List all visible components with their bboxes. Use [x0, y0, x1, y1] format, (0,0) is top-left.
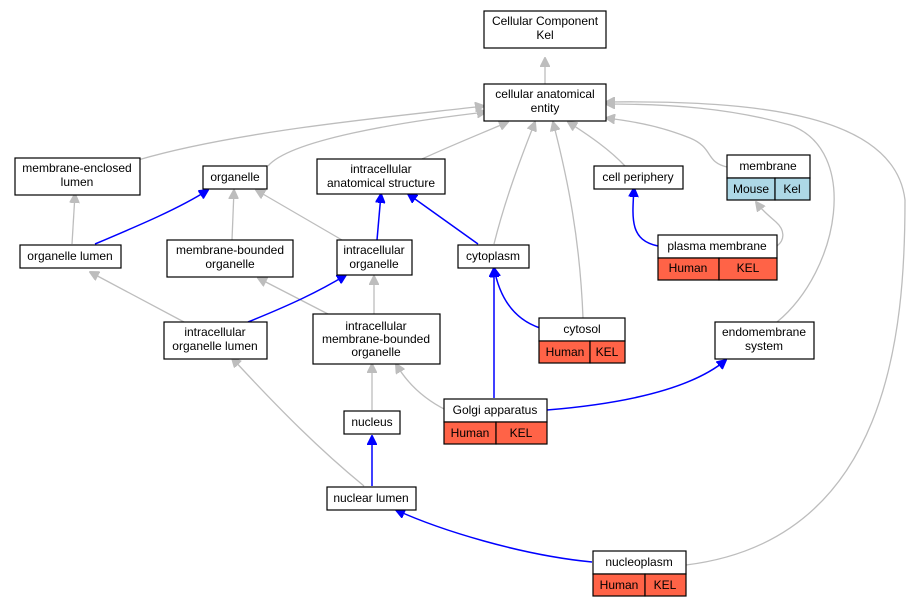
node-label: nucleoplasm [605, 555, 672, 569]
gene-cell-kel [644, 573, 687, 597]
node-label: cellular anatomical [495, 87, 594, 101]
edge-golgi-to-endomembrane [546, 360, 726, 411]
node-organelle[interactable]: organelle [202, 165, 268, 190]
node-intracellular-organelle[interactable]: intracellular organelle [336, 239, 413, 276]
node-label: nucleus [351, 415, 392, 429]
edge-iol-to-orglumen [90, 272, 185, 323]
node-plasma-membrane[interactable]: plasma membrane Human KEL [657, 234, 778, 281]
node-label: entity [531, 101, 560, 115]
edge-mbo-to-organelle [232, 190, 234, 241]
edge-cytoplasm-to-cae [493, 122, 535, 245]
node-label: intracellular [350, 162, 411, 176]
node-cytosol[interactable]: cytosol Human KEL [538, 317, 626, 364]
node-membrane-bounded-organelle[interactable]: membrane-bounded organelle [166, 239, 294, 278]
edge-ias-to-cae [421, 122, 508, 160]
node-golgi-apparatus[interactable]: Golgi apparatus Human KEL [443, 398, 548, 445]
node-label: anatomical structure [327, 176, 435, 190]
edge-intorg-to-organelle [256, 190, 343, 241]
species-label: Human [546, 345, 585, 359]
edges [72, 58, 906, 566]
node-label: cytoplasm [466, 249, 520, 263]
node-label: endomembrane [722, 325, 806, 339]
node-label: membrane-bounded [322, 332, 430, 346]
node-membrane[interactable]: membrane Mouse Kel [726, 154, 811, 201]
node-intracellular-membrane-bounded-organelle[interactable]: intracellular membrane-bounded organelle [312, 313, 441, 365]
node-membrane-enclosed-lumen[interactable]: membrane-enclosed lumen [14, 157, 141, 196]
node-label: organelle lumen [27, 249, 112, 263]
node-cytoplasm[interactable]: cytoplasm [457, 244, 530, 269]
edge-cytoplasm-to-ias [408, 194, 479, 245]
node-label: cell periphery [602, 170, 673, 184]
node-label: Golgi apparatus [453, 403, 538, 417]
node-endomembrane-system[interactable]: endomembrane system [714, 321, 815, 360]
edge-nuclearlumen-to-iol [232, 358, 365, 487]
gene-label: KEL [510, 426, 533, 440]
gene-label: KEL [596, 345, 619, 359]
species-label: Mouse [733, 182, 769, 196]
node-cellular-component-root[interactable]: Cellular Component Kel [483, 10, 607, 49]
node-label: organelle [349, 257, 399, 271]
node-organelle-lumen[interactable]: organelle lumen [19, 244, 122, 269]
edge-orglumen-to-mel [72, 194, 75, 245]
node-label: membrane [739, 159, 797, 173]
edge-nucleoplasm-to-cae [606, 102, 906, 566]
node-nuclear-lumen[interactable]: nuclear lumen [326, 486, 417, 511]
node-label: plasma membrane [667, 239, 767, 253]
gene-label: KEL [654, 578, 677, 592]
edge-membrane-to-cae [606, 118, 728, 168]
edge-cytosol-to-cae [553, 122, 584, 319]
node-nucleoplasm[interactable]: nucleoplasm Human KEL [592, 550, 687, 597]
node-label: system [745, 339, 783, 353]
gene-label: KEL [737, 261, 760, 275]
node-intracellular-anatomical-structure[interactable]: intracellular anatomical structure [316, 158, 446, 195]
edge-golgi-to-imbo [396, 364, 447, 411]
node-label: organelle [205, 257, 255, 271]
node-label: organelle lumen [172, 339, 257, 353]
edge-cellperiphery-to-cae [568, 122, 626, 167]
node-cellular-anatomical-entity[interactable]: cellular anatomical entity [483, 83, 607, 122]
gene-cell-kel [774, 177, 811, 201]
node-label: nuclear lumen [333, 491, 408, 505]
edge-cytosol-to-cytoplasm [494, 268, 541, 329]
node-label: organelle [351, 345, 401, 359]
node-label: cytosol [563, 322, 600, 336]
gene-cell-kel [589, 340, 626, 364]
edge-plasmamembrane-to-membrane [756, 202, 784, 247]
node-label: Cellular Component [492, 14, 599, 28]
edge-mel-to-cae [137, 106, 484, 161]
nodes: Cellular Component Kel cellular anatomic… [14, 10, 815, 597]
edge-orglumen-to-organelle [94, 190, 208, 245]
node-label: intracellular [343, 243, 404, 257]
node-cell-periphery[interactable]: cell periphery [593, 165, 684, 190]
node-label: organelle [210, 170, 260, 184]
node-label: membrane-bounded [176, 243, 284, 257]
edge-imbo-to-mbo [258, 278, 329, 315]
node-label: membrane-enclosed [22, 161, 131, 175]
species-label: Human [669, 261, 708, 275]
node-label: intracellular [345, 319, 406, 333]
gene-label: Kel [783, 182, 800, 196]
edge-endomembrane-to-cae [606, 104, 835, 323]
edge-organelle-to-cae [267, 112, 486, 167]
node-intracellular-organelle-lumen[interactable]: intracellular organelle lumen [163, 321, 268, 360]
node-label: lumen [61, 175, 94, 189]
species-label: Human [451, 426, 490, 440]
edge-plasmamembrane-to-cellperiphery [633, 188, 659, 247]
gene-cell-kel [495, 421, 548, 445]
gene-cell-kel [718, 257, 778, 281]
species-label: Human [600, 578, 639, 592]
node-label: intracellular [184, 325, 245, 339]
edge-iol-to-intorg [247, 275, 346, 323]
node-label: Kel [536, 28, 553, 42]
edge-intorg-to-ias [377, 194, 381, 241]
node-nucleus[interactable]: nucleus [343, 410, 401, 435]
edge-nucleoplasm-to-nuclearlumen [396, 510, 593, 563]
